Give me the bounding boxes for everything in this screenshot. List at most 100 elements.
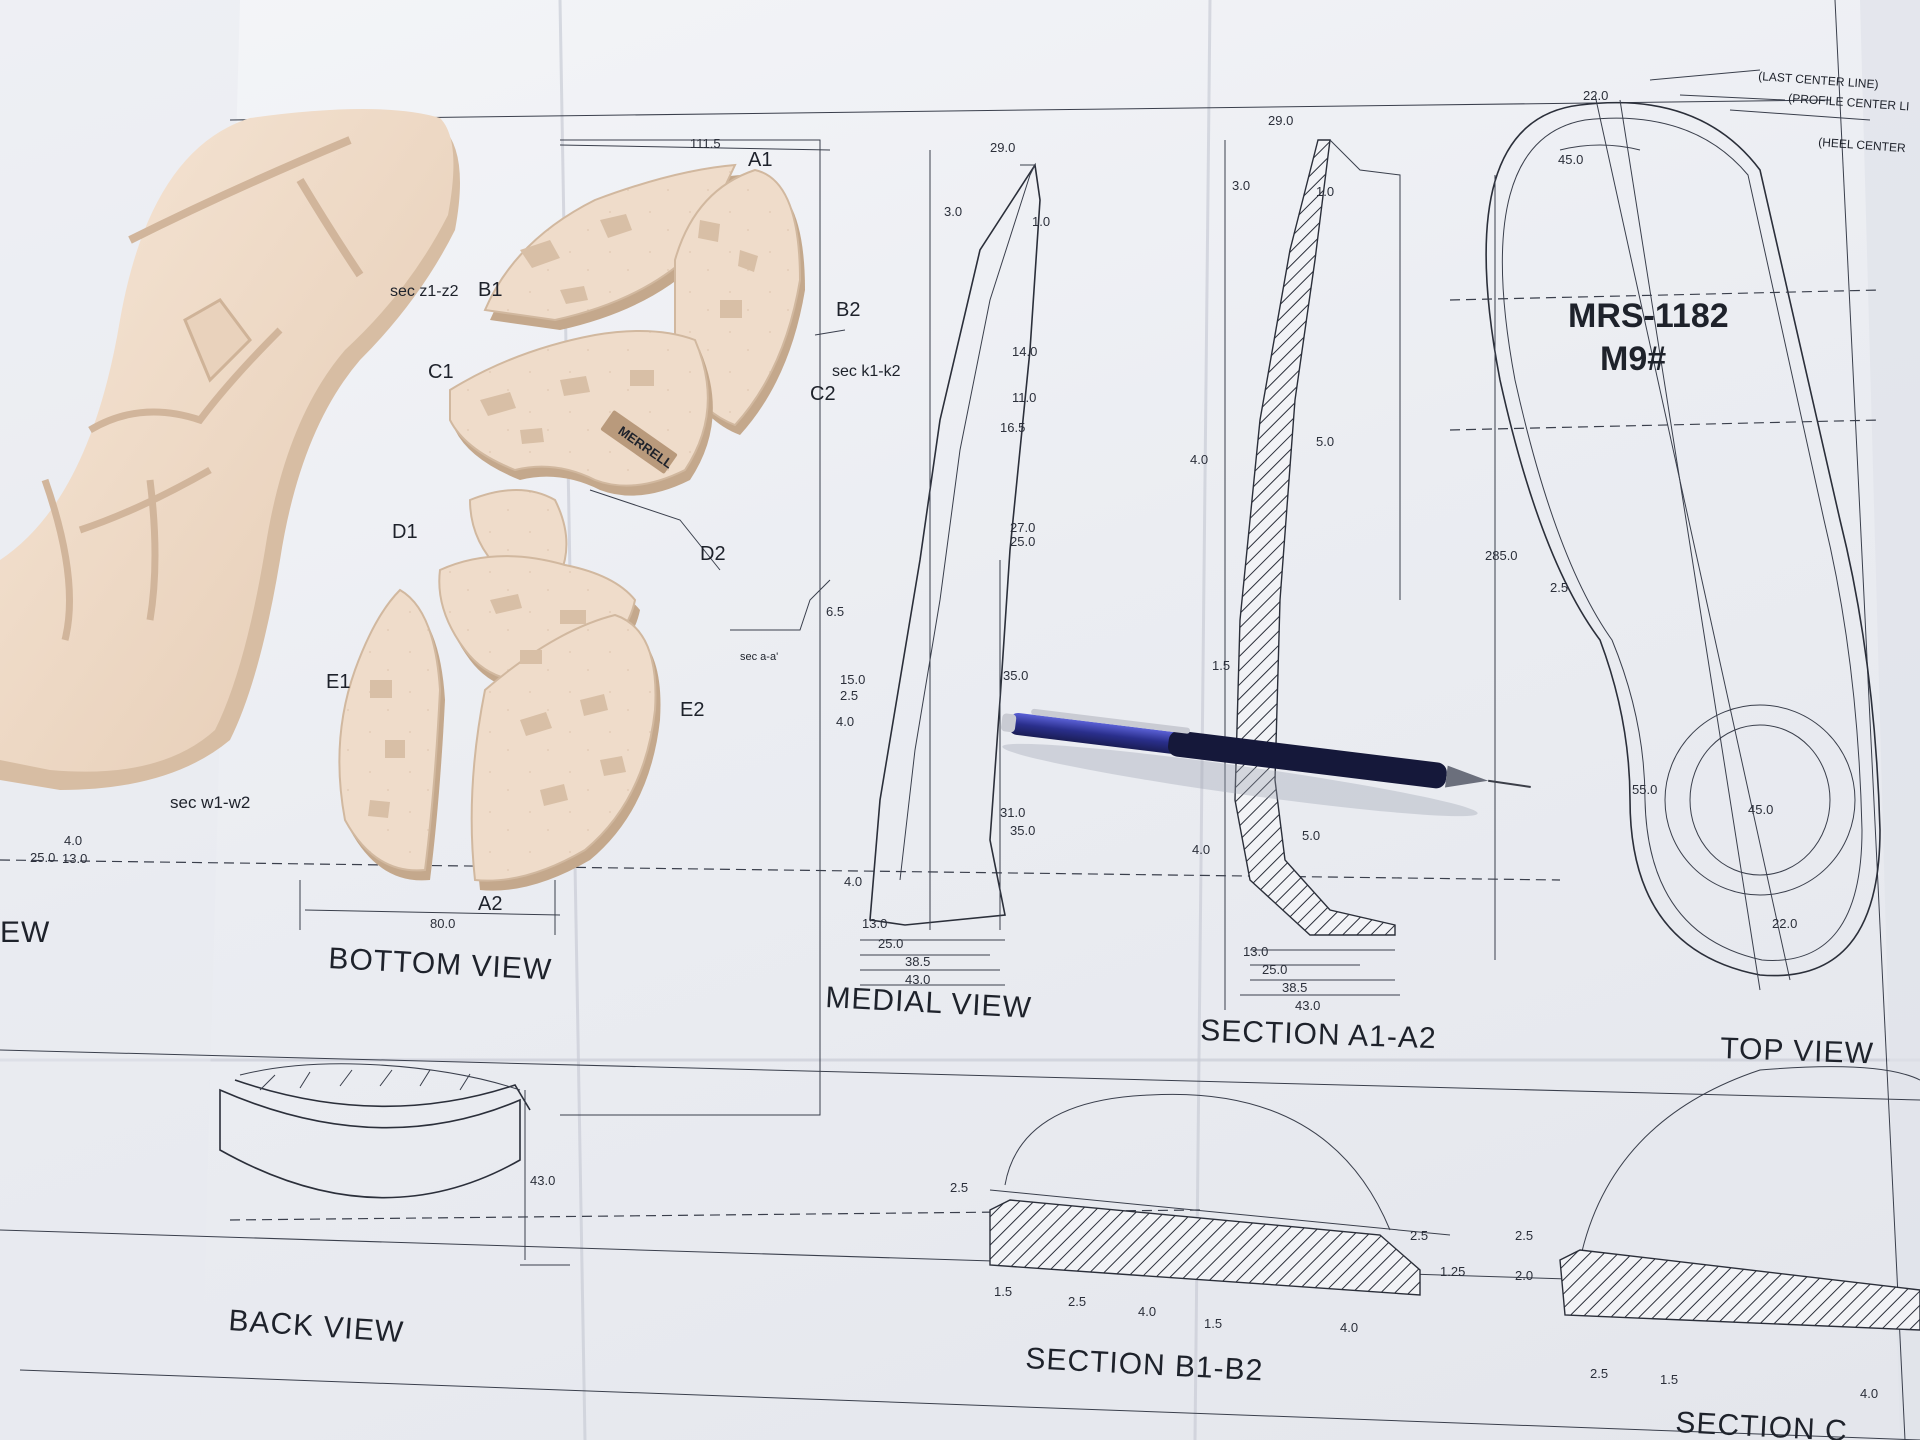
last-centerline-label: (LAST CENTER LINE) — [1758, 69, 1879, 91]
dim-29-medial: 29.0 — [990, 140, 1015, 155]
dim-43-section: 43.0 — [1295, 998, 1320, 1013]
dim-4-c: 4.0 — [1860, 1386, 1878, 1401]
model-label: MRS-1182 M9# — [1568, 297, 1729, 378]
dim-2-5-b: 2.5 — [950, 1180, 968, 1195]
marker-e2: E2 — [680, 699, 704, 721]
dim-16-5: 16.5 — [1000, 420, 1025, 435]
dim-13-medial: 13.0 — [862, 916, 887, 931]
mechanical-pencil-icon — [1001, 708, 1531, 817]
marker-d1: D1 — [392, 521, 418, 543]
dim-38-5-medial: 38.5 — [905, 954, 930, 969]
top-view-drawing — [1449, 69, 1881, 991]
dim-3-m: 3.0 — [944, 204, 962, 219]
dim-35-b: 35.0 — [1010, 823, 1035, 838]
medial-view-drawing — [860, 150, 1041, 986]
dim-31: 31.0 — [1000, 805, 1025, 820]
dim-1-5-b2: 1.5 — [1204, 1316, 1222, 1331]
outsole-tread-pieces: MERRELL — [338, 163, 805, 891]
bottom-view-title: BOTTOM VIEW — [328, 942, 553, 987]
dim-1-5-b: 1.5 — [994, 1284, 1012, 1299]
note-sec-a: sec a-a' — [740, 651, 778, 663]
dim-4-m: 4.0 — [836, 714, 854, 729]
section-c-drawing — [1559, 1066, 1920, 1331]
view-titles: BOTTOM VIEW MEDIAL VIEW SECTION A1-A2 TO… — [0, 916, 1874, 1440]
marker-a2: A2 — [478, 893, 502, 915]
note-sec-z: sec z1-z2 — [390, 283, 459, 300]
back-view-title: BACK VIEW — [228, 1304, 406, 1349]
dim-22-top: 22.0 — [1583, 88, 1608, 103]
note-sec-k: sec k1-k2 — [832, 363, 901, 380]
marker-d2: D2 — [700, 543, 726, 565]
dim-1-s: 1.0 — [1316, 184, 1334, 199]
section-markers: A1 A2 B1 B2 C1 C2 D1 D2 E1 E2 — [326, 149, 860, 915]
dim-1-m: 1.0 — [1032, 214, 1050, 229]
dim-2-c: 2.0 — [1515, 1268, 1533, 1283]
dim-14: 14.0 — [1012, 344, 1037, 359]
tread-pod-heel-left — [338, 588, 445, 881]
dim-25-b: 25.0 — [1010, 534, 1035, 549]
dim-285: 285.0 — [1485, 548, 1518, 563]
marker-b2: B2 — [836, 299, 860, 321]
heel-centerline-label: (HEEL CENTER — [1818, 135, 1907, 155]
dim-43-medial: 43.0 — [905, 972, 930, 987]
dim-25-left: 25.0 — [30, 850, 55, 865]
dim-3-s: 3.0 — [1232, 178, 1250, 193]
dim-1-5-s: 1.5 — [1212, 658, 1230, 673]
dim-4-left: 4.0 — [64, 833, 82, 848]
dim-2-5-c2: 2.5 — [1590, 1366, 1608, 1381]
dim-2-5-b2: 2.5 — [1068, 1294, 1086, 1309]
dim-22: 22.0 — [1772, 916, 1797, 931]
dim-6-5: 6.5 — [826, 604, 844, 619]
tread-pod-forefoot-left — [483, 163, 740, 330]
marker-e1: E1 — [326, 671, 350, 693]
marker-b1: B1 — [478, 279, 502, 301]
dim-15: 15.0 — [840, 672, 865, 687]
dim-35: 35.0 — [1003, 668, 1028, 683]
marker-a1: A1 — [748, 149, 772, 171]
dim-2-5-b3: 2.5 — [1410, 1228, 1428, 1243]
dim-13-section: 13.0 — [1243, 944, 1268, 959]
dim-4-b2: 4.0 — [1340, 1320, 1358, 1335]
dim-2-5-c: 2.5 — [1515, 1228, 1533, 1243]
cut-view-title: EW — [0, 916, 50, 949]
section-a-title: SECTION A1-A2 — [1200, 1014, 1437, 1055]
dim-45-top: 45.0 — [1748, 802, 1773, 817]
note-sec-w: sec w1-w2 — [170, 793, 250, 812]
dim-13-left: 13.0 — [62, 851, 87, 866]
dim-38-5-section: 38.5 — [1282, 980, 1307, 995]
tread-pod-heel-right — [470, 613, 661, 891]
dimension-labels: 111.5 80.0 43.0 285.0 55.0 45.0 22.0 22.… — [30, 88, 1878, 1401]
dim-45-toe: 45.0 — [1558, 152, 1583, 167]
dim-80: 80.0 — [430, 916, 455, 931]
dim-27: 27.0 — [1010, 520, 1035, 535]
dim-2-5-m: 2.5 — [840, 688, 858, 703]
medial-view-title: MEDIAL VIEW — [825, 981, 1033, 1025]
dim-2-5-t: 2.5 — [1550, 580, 1568, 595]
section-b-title: SECTION B1-B2 — [1025, 1342, 1264, 1387]
dim-25-medial: 25.0 — [878, 936, 903, 951]
dim-4-s: 4.0 — [1190, 452, 1208, 467]
shoe-sole-prototype — [0, 109, 460, 791]
dim-1-5-c: 1.5 — [1660, 1372, 1678, 1387]
section-notes: sec z1-z2 sec k1-k2 sec w1-w2 sec a-a' — [170, 283, 901, 812]
dim-25-section: 25.0 — [1262, 962, 1287, 977]
model-number: MRS-1182 — [1568, 297, 1729, 335]
dim-4-b: 4.0 — [1138, 1304, 1156, 1319]
dim-55: 55.0 — [1632, 782, 1657, 797]
dim-11: 11.0 — [1012, 390, 1036, 405]
tread-lug-pattern — [368, 214, 758, 818]
dim-4-s2: 4.0 — [1192, 842, 1210, 857]
size-code: M9# — [1600, 340, 1666, 378]
back-view-drawing — [219, 1063, 570, 1266]
top-view-title: TOP VIEW — [1720, 1032, 1875, 1070]
dim-111-5: 111.5 — [690, 136, 721, 151]
dim-1-25: 1.25 — [1440, 1264, 1465, 1279]
dim-43-back: 43.0 — [530, 1173, 555, 1188]
marker-c2: C2 — [810, 383, 836, 405]
dim-4-m2: 4.0 — [844, 874, 862, 889]
section-b-drawing — [989, 1093, 1451, 1296]
dim-29-section: 29.0 — [1268, 113, 1293, 128]
dim-5-s2: 5.0 — [1302, 828, 1320, 843]
